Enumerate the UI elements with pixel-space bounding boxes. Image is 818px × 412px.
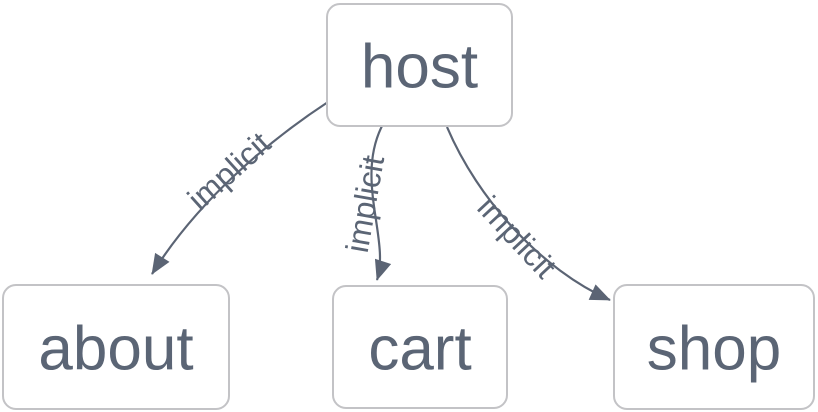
nodes-layer: host about cart shop (2, 3, 815, 410)
node-host[interactable]: host (326, 3, 513, 127)
edge-host-cart[interactable] (370, 125, 392, 281)
edge-label-host-about: implicit (181, 125, 278, 217)
node-label-cart: cart (368, 315, 471, 384)
edge-label-host-cart: implicit (339, 153, 391, 256)
node-label-shop: shop (647, 315, 781, 384)
edge-label-host-shop: implicit (470, 189, 563, 285)
node-label-about: about (38, 315, 193, 384)
node-box-host[interactable] (326, 3, 513, 127)
edge-host-about[interactable] (151, 101, 329, 275)
node-box-cart[interactable] (332, 285, 508, 409)
edges-layer: implicit implicit implicit (151, 101, 611, 302)
node-label-host: host (361, 33, 478, 102)
node-cart[interactable]: cart (332, 285, 508, 409)
edge-host-shop[interactable] (445, 126, 611, 302)
node-box-about[interactable] (2, 284, 230, 410)
node-shop[interactable]: shop (613, 284, 815, 410)
node-about[interactable]: about (2, 284, 230, 410)
node-box-shop[interactable] (613, 284, 815, 410)
